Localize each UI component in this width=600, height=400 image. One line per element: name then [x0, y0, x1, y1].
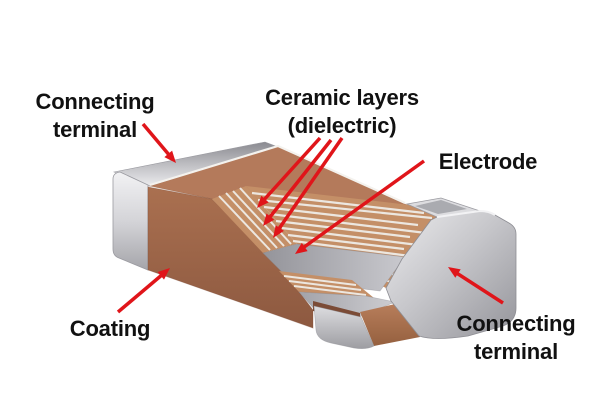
arrow-ceramic-layers-3: [273, 137, 344, 238]
connecting-terminal-left-label: Connecting terminal: [36, 88, 155, 143]
label-line: terminal: [53, 116, 137, 142]
edge-highlights: [149, 144, 406, 205]
arrow-electrode: [295, 159, 426, 254]
connecting-terminal-right-label: Connecting terminal: [457, 310, 576, 365]
left-terminal-cap: [112, 141, 279, 271]
right-terminal-cap: [385, 197, 517, 339]
arrow-connecting-terminal-left: [141, 122, 176, 163]
bottom-gray-edge: [313, 305, 375, 350]
label-line: Electrode: [438, 149, 538, 174]
label-line: (dielectric): [287, 112, 397, 138]
arrow-connecting-terminal-right: [448, 267, 504, 305]
label-line: Ceramic layers: [265, 85, 419, 110]
arrow-coating: [116, 268, 170, 314]
label-line: Connecting: [35, 89, 155, 114]
electrode-label: Electrode: [438, 148, 538, 176]
label-arrows: [116, 122, 504, 314]
coating-label: Coating: [69, 315, 151, 343]
label-line: Coating: [69, 316, 151, 341]
ceramic-layers-label: Ceramic layers (dielectric): [265, 84, 419, 139]
label-line: terminal: [474, 338, 558, 364]
arrow-ceramic-layers-1: [257, 136, 322, 208]
arrow-ceramic-layers-2: [263, 138, 333, 226]
lower-layer-step: [279, 271, 397, 321]
label-line: Connecting: [456, 311, 576, 336]
